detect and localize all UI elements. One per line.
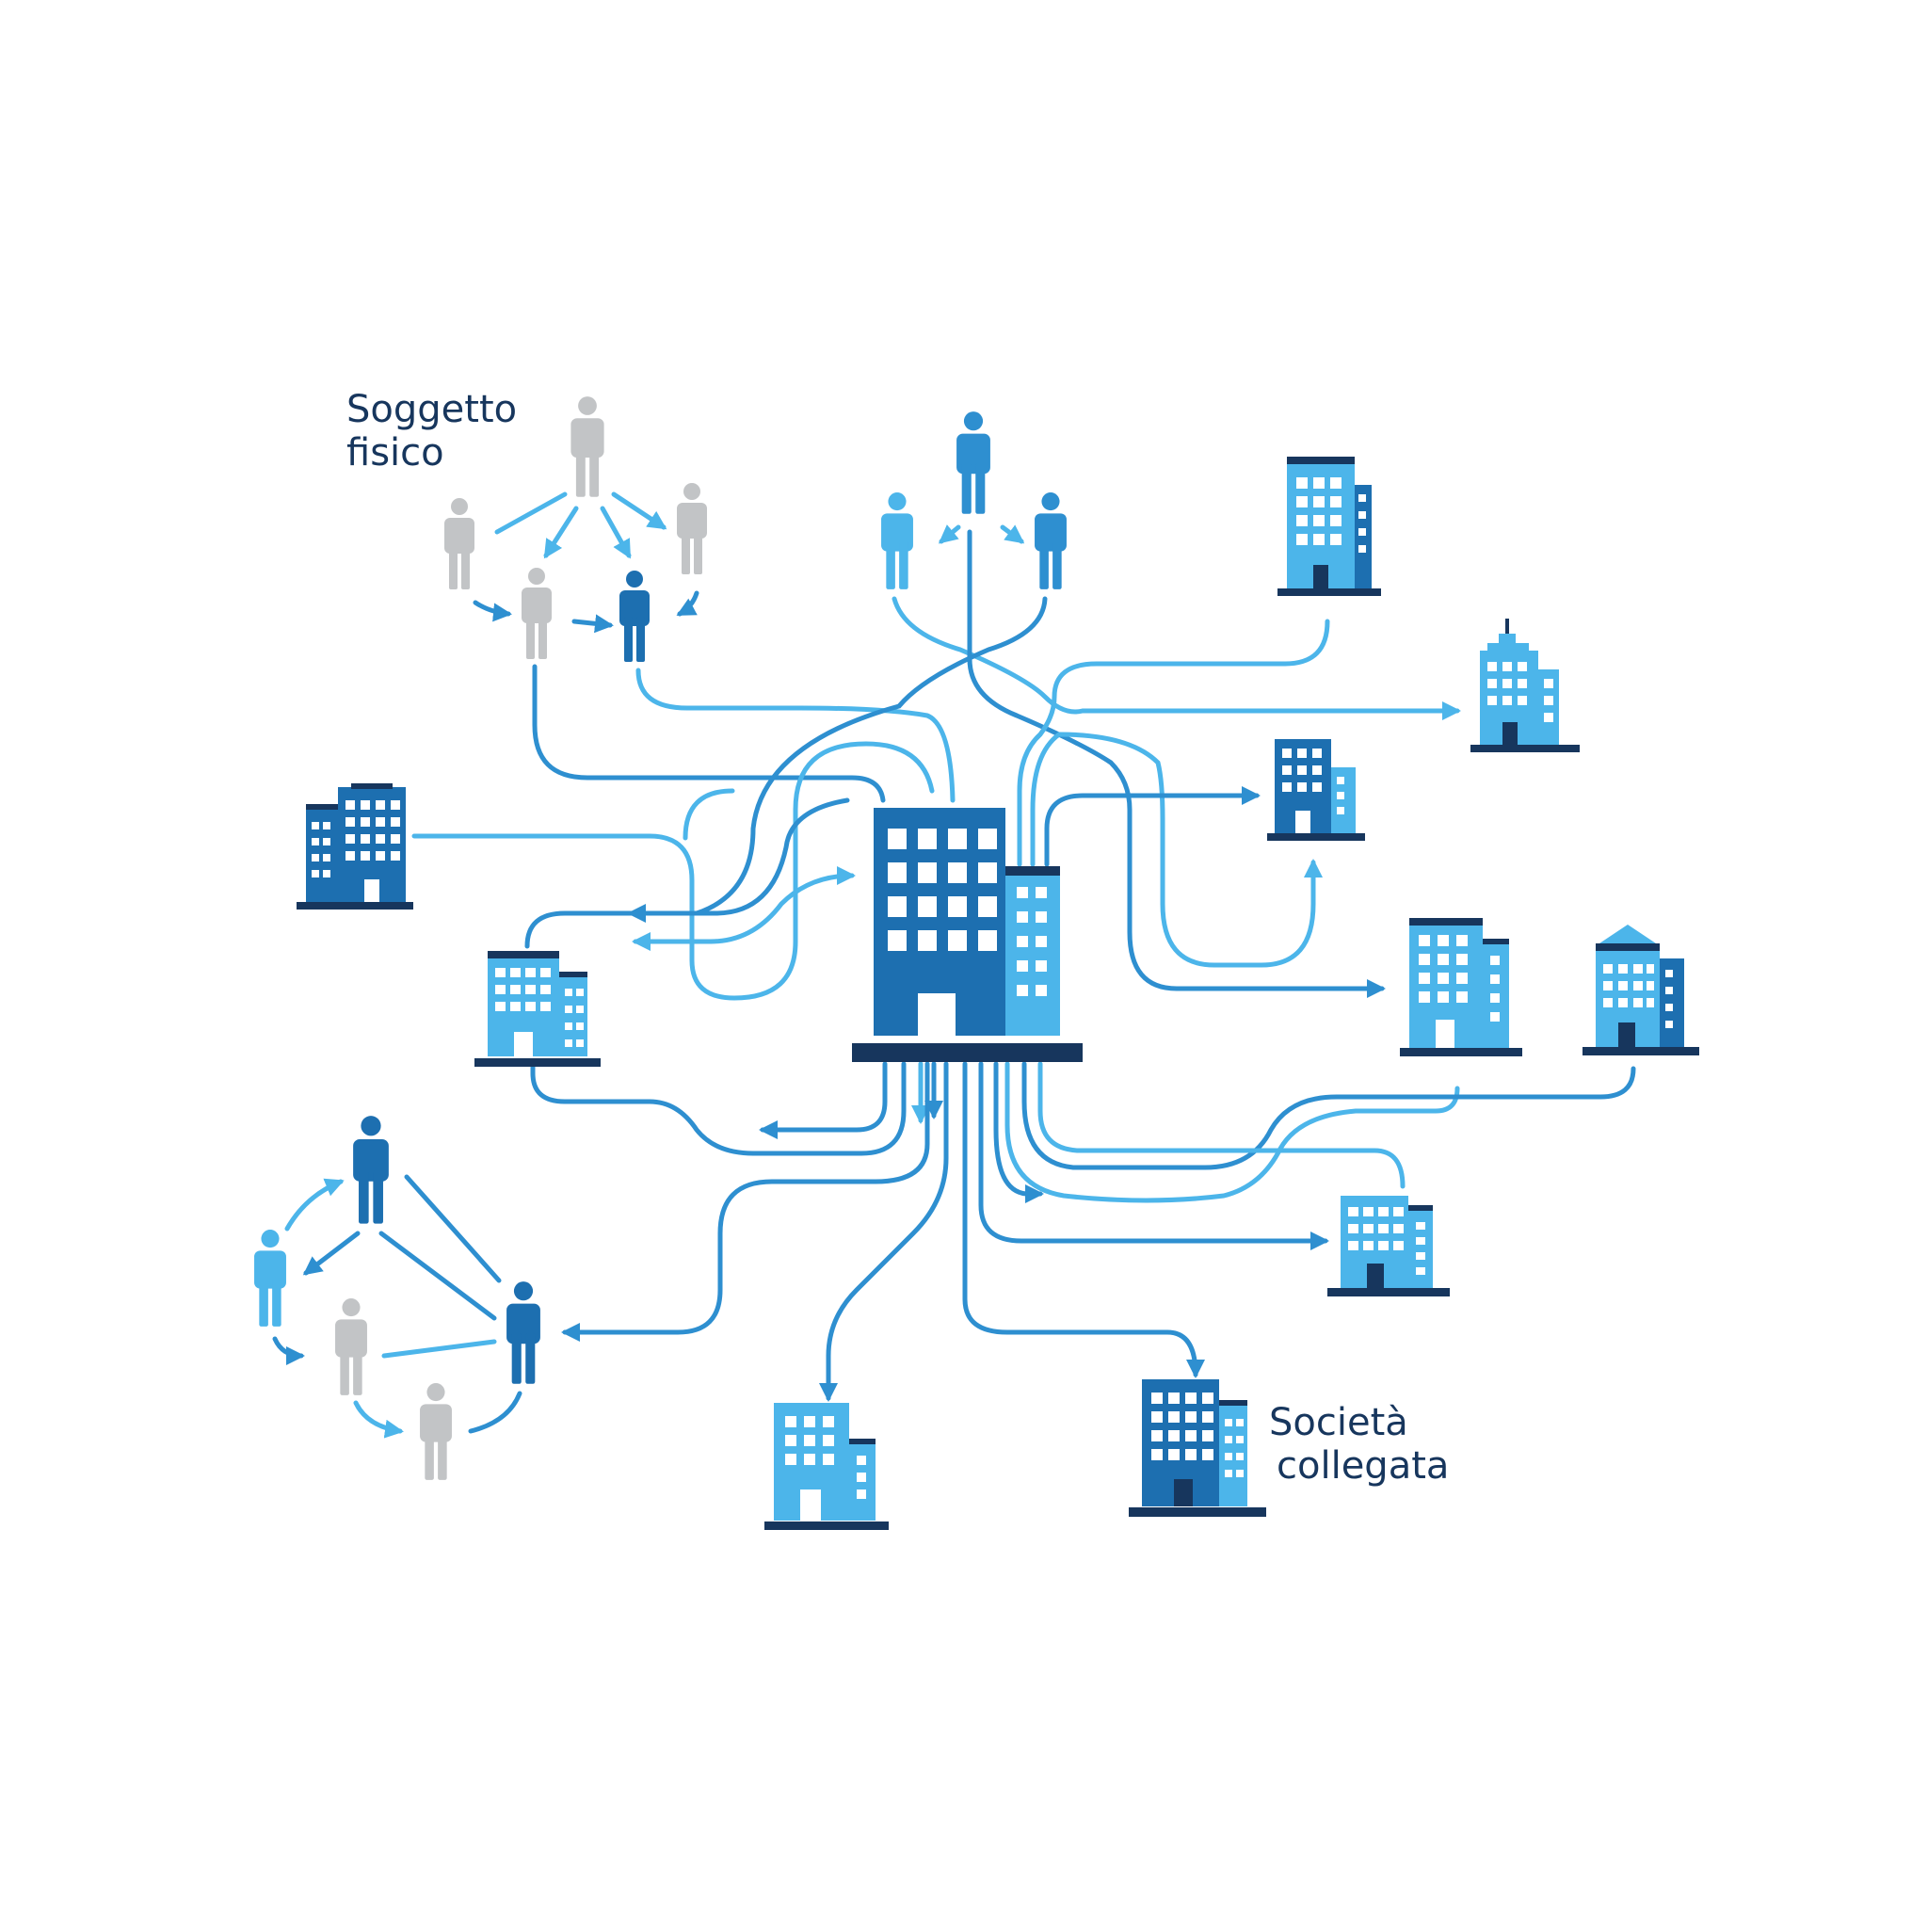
connector-line xyxy=(494,491,568,535)
connector-line xyxy=(967,529,1386,998)
connector-line xyxy=(543,506,579,559)
connector-line xyxy=(284,1178,345,1232)
person-icon xyxy=(1035,492,1067,589)
main-tower-icon xyxy=(852,808,1083,1062)
building-icon xyxy=(1327,1196,1450,1296)
connector-line xyxy=(1037,1061,1406,1189)
connector-line xyxy=(1021,1061,1636,1170)
person-icon xyxy=(444,498,474,589)
person-icon xyxy=(677,483,707,574)
person-icon xyxy=(506,1281,540,1384)
building-icon xyxy=(474,951,601,1067)
connector-lines xyxy=(272,491,1636,1439)
person-group-label-line2: fisico xyxy=(346,431,444,475)
person-icon xyxy=(353,1116,389,1224)
connector-line xyxy=(378,1231,497,1321)
connector-line xyxy=(530,1061,907,1156)
building-icon xyxy=(1277,457,1381,596)
connector-line xyxy=(611,491,667,530)
linked-company-label: Società collegata xyxy=(1269,1401,1449,1488)
linked-company-label-line1: Società xyxy=(1269,1401,1408,1444)
connector-line xyxy=(962,1061,1205,1378)
person-icon xyxy=(254,1230,286,1327)
building-icon xyxy=(1400,918,1522,1056)
connector-line xyxy=(1030,732,1323,968)
connector-line xyxy=(1044,786,1261,867)
connector-line xyxy=(938,524,961,544)
person-icon xyxy=(335,1298,367,1395)
connector-line xyxy=(892,596,1461,720)
person-icon xyxy=(956,411,990,514)
connector-line xyxy=(600,506,632,559)
building-icon xyxy=(1470,619,1580,752)
building-icon xyxy=(1583,925,1699,1055)
connector-line xyxy=(468,1391,522,1434)
connector-line xyxy=(381,1339,497,1359)
connector-line xyxy=(993,1061,1044,1203)
person-icon xyxy=(881,492,913,589)
connector-line xyxy=(635,668,956,803)
connector-line xyxy=(759,1061,888,1139)
connector-line xyxy=(683,788,735,841)
building-icon xyxy=(297,783,413,910)
person-icon xyxy=(522,568,552,659)
building-icon xyxy=(1129,1379,1266,1517)
connector-line xyxy=(1000,524,1025,544)
person-group-label: Soggetto fisico xyxy=(346,388,517,475)
building-icon xyxy=(1267,739,1365,841)
linked-company-label-line2: collegata xyxy=(1277,1444,1450,1488)
person-icon xyxy=(570,396,604,497)
connector-line xyxy=(676,590,699,617)
connector-line xyxy=(532,664,886,803)
connector-line xyxy=(1017,619,1330,867)
person-icon xyxy=(420,1383,452,1480)
connector-line xyxy=(1004,1061,1460,1203)
connector-line xyxy=(404,1174,502,1283)
connector-line xyxy=(978,1061,1329,1250)
connector-line xyxy=(302,1231,361,1276)
person-icon xyxy=(619,571,650,662)
building-icon xyxy=(764,1403,889,1530)
connector-line xyxy=(632,866,856,951)
connector-line xyxy=(571,614,614,634)
person-group-label-line1: Soggetto xyxy=(346,388,518,431)
connector-line xyxy=(819,1061,949,1402)
connector-line xyxy=(561,1061,930,1342)
connector-line xyxy=(272,1336,305,1365)
connector-line xyxy=(353,1400,404,1439)
connector-line xyxy=(473,600,512,622)
